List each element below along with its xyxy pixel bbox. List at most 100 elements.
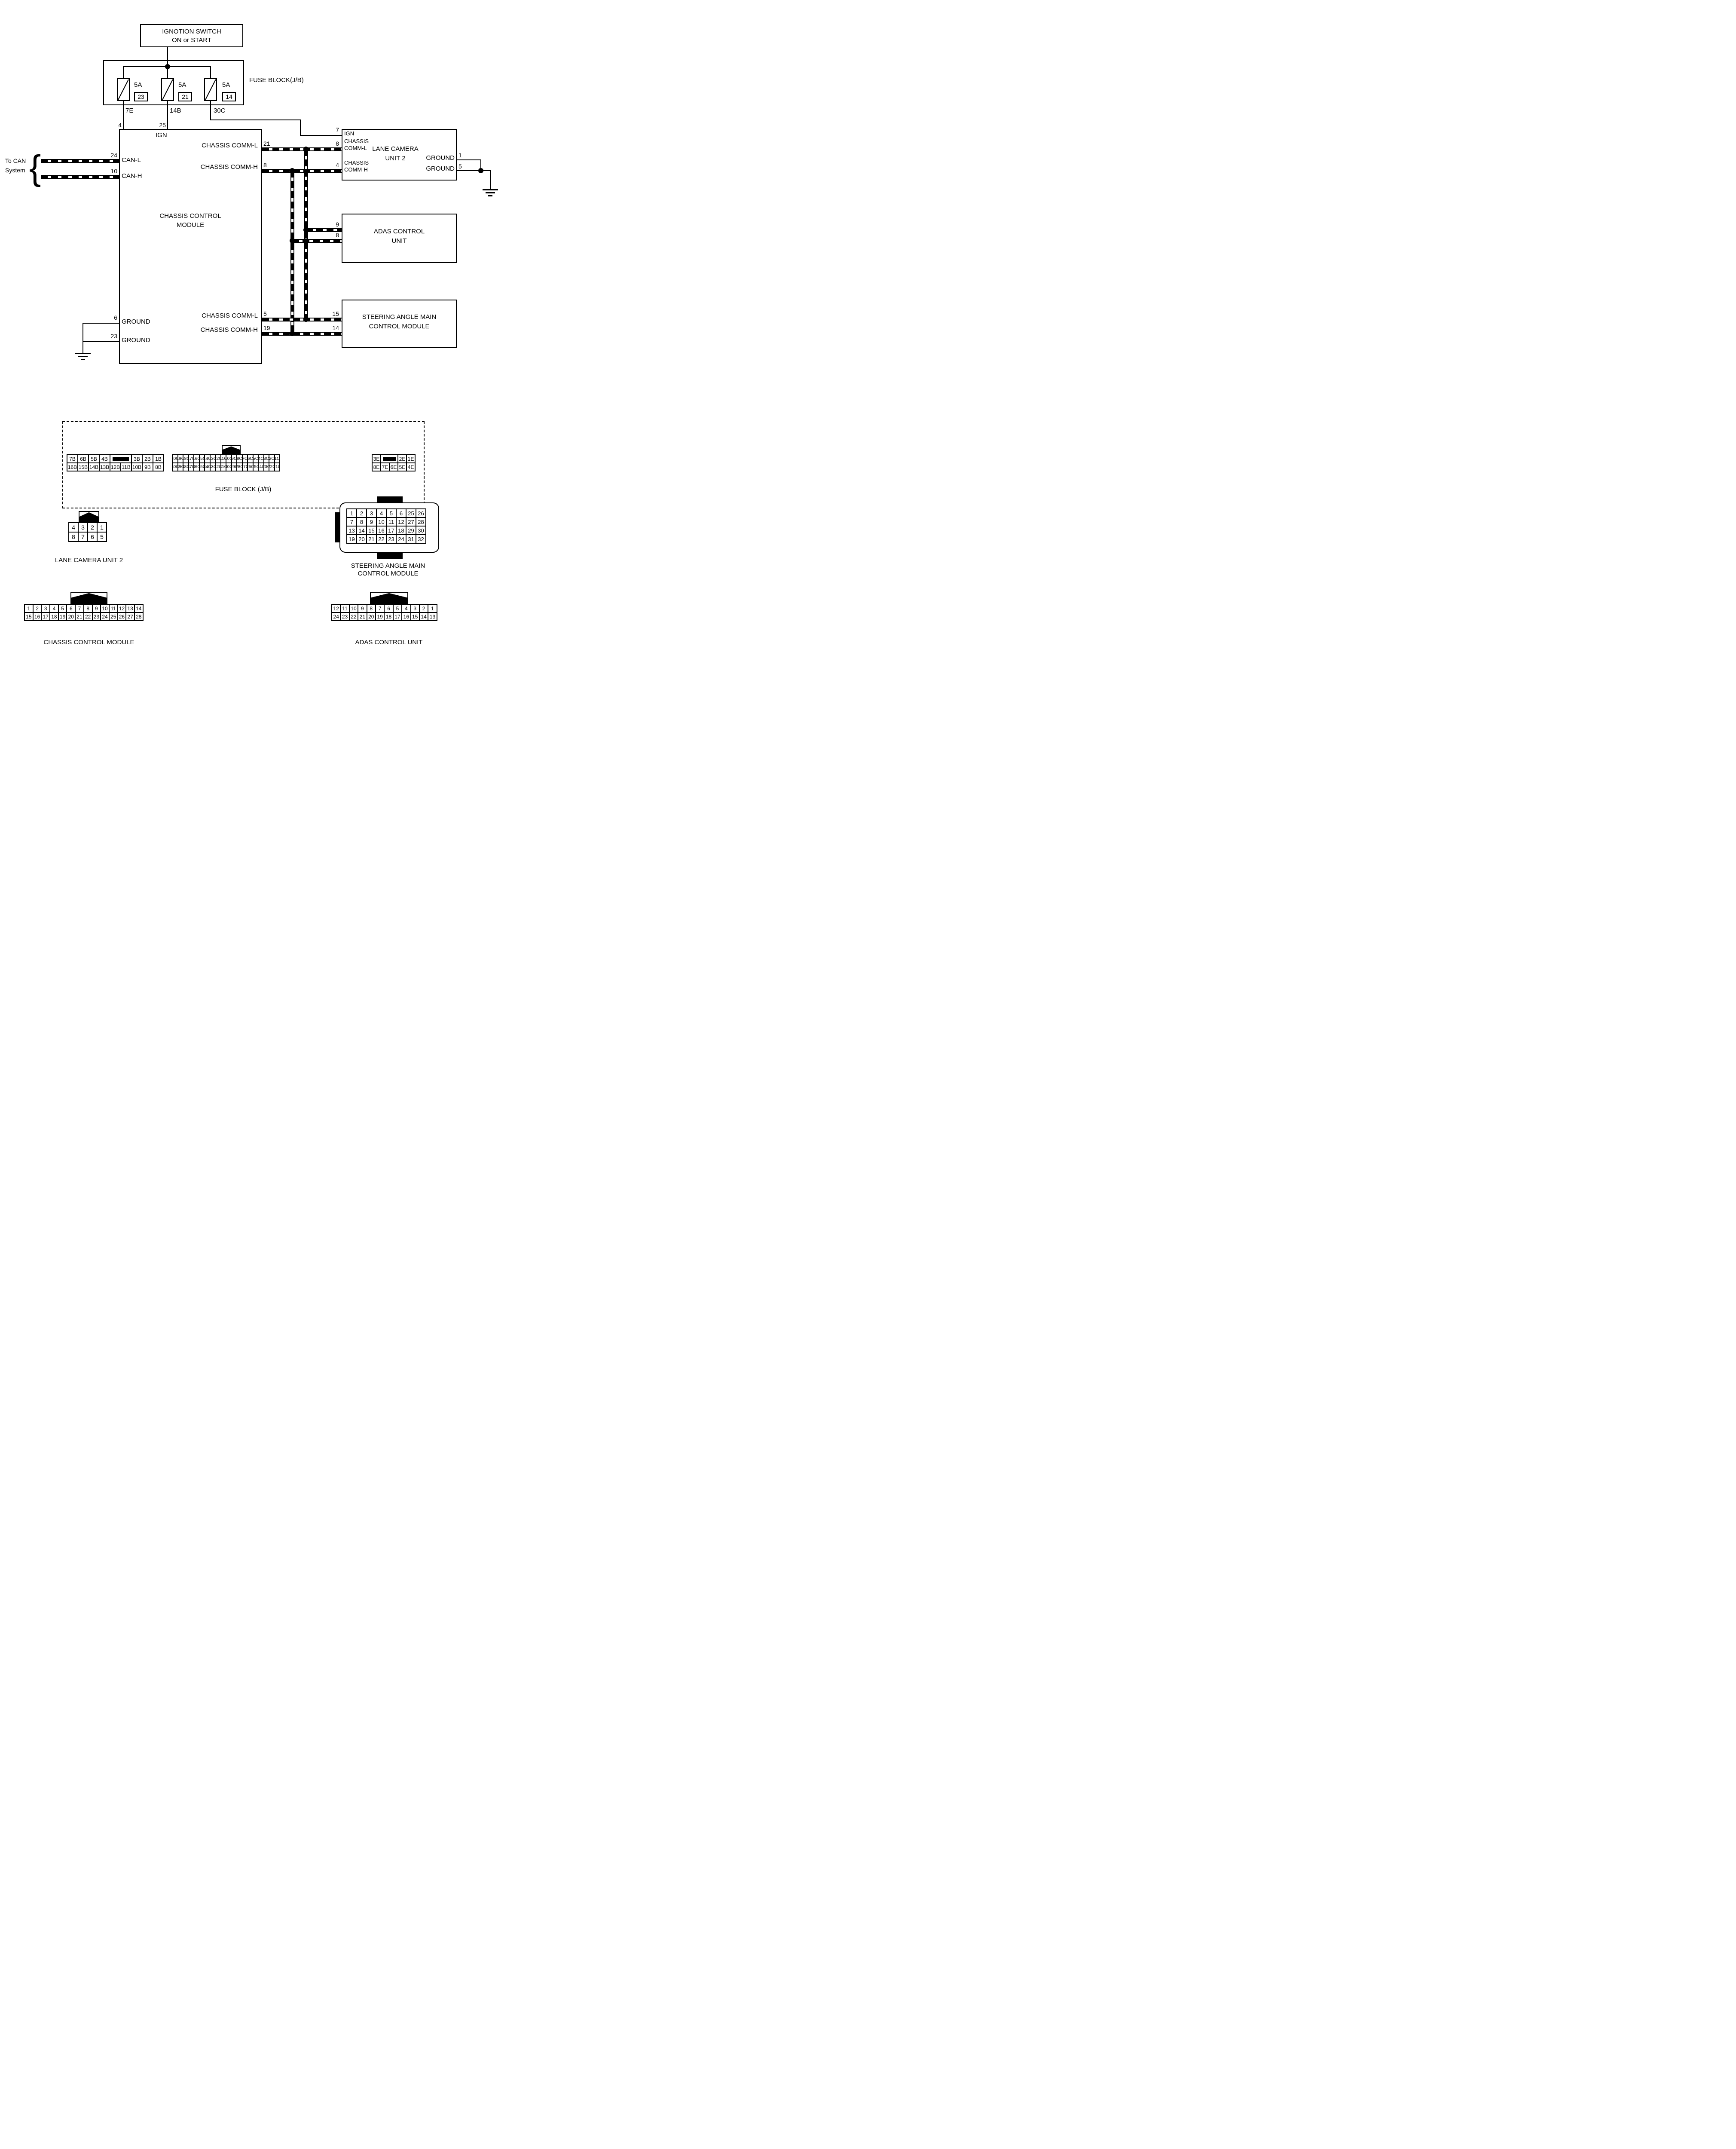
connector-pin-cell: 20 [66, 612, 76, 621]
connector-pin-cell: 25 [108, 612, 118, 621]
connector-pin-cell: 22 [83, 612, 93, 621]
connector-pin-cell: 14B [88, 462, 100, 471]
steering-connector-label-line1: STEERING ANGLE MAIN [351, 562, 425, 569]
adas-pin-8: 8 [336, 232, 339, 239]
fuse2-diagonal-icon [162, 79, 173, 100]
connector-pin-cell: 2 [87, 522, 98, 533]
connector-pin-cell: 11 [340, 604, 350, 613]
connector-pin-cell: 6 [87, 532, 98, 542]
connector-pin-cell: 10 [376, 517, 387, 527]
connector-pin-cell: 5 [97, 532, 107, 542]
connector-pin-cell: 8 [83, 604, 93, 613]
connector-pin-cell: 17 [386, 526, 397, 535]
connector-pin-cell: 11 [108, 604, 118, 613]
wire-30c-h1 [210, 119, 301, 120]
connector-pin-cell: 6 [384, 604, 394, 613]
connector-pin-cell: 2 [32, 604, 42, 613]
connector-pin-cell: 2B [142, 454, 153, 463]
chassis-pin-8: 8 [263, 162, 267, 168]
lane-camera-connector-label: LANE CAMERA UNIT 2 [55, 557, 123, 564]
chassis-pin-23: 23 [110, 333, 117, 340]
wire-comm-l-top [262, 147, 342, 151]
wire-code-14b: 14B [170, 107, 181, 114]
wiring-diagram: IGNOTION SWITCH ON or START FUSE BLOCK(J… [0, 0, 500, 677]
connector-pin-cell: 29 [406, 526, 416, 535]
chassis-title-line1: CHASSIS CONTROL [159, 212, 221, 220]
fuse1-number: 23 [134, 92, 148, 101]
fuse1-diagonal-icon [118, 79, 129, 100]
connector-pin-cell: 4 [49, 604, 59, 613]
connector-pin-cell: 3 [410, 604, 420, 613]
connector-pin-cell: 5 [392, 604, 403, 613]
connector-key-cell [380, 454, 398, 463]
chassis-pin-24: 24 [110, 152, 117, 159]
connector-pin-cell: 5 [58, 604, 67, 613]
chassis-pin-6: 6 [114, 314, 117, 321]
connector-pin-cell: 4 [401, 604, 411, 613]
connector-pin-cell: 1 [97, 522, 107, 533]
connector-pin-cell: 30 [416, 526, 426, 535]
wire-7e [123, 101, 124, 129]
connector-pin-cell: 16 [32, 612, 42, 621]
fuse-block-connector-c: 20C19C18C17C16C15C14C13C12C11C10C9C8C7C6… [172, 454, 280, 471]
adas-control-unit-box [342, 214, 457, 263]
to-can-line1: To CAN [5, 157, 26, 164]
chassis-can-l-label: CAN-L [122, 156, 141, 164]
wire-comm-l-branch [304, 149, 308, 319]
connector-pin-cell: 17 [41, 612, 51, 621]
connector-pin-cell: 13 [125, 604, 135, 613]
junction-comm-h-top [290, 168, 295, 173]
connector-pin-cell: 20 [356, 534, 367, 544]
connector-pin-cell: 7E [380, 462, 390, 471]
chassis-pin-19: 19 [263, 324, 270, 331]
fuse3-icon [204, 78, 217, 101]
connector-pin-cell: 16B [67, 462, 78, 471]
fuse1-icon [117, 78, 130, 101]
connector-pin-cell: 16 [401, 612, 411, 621]
junction-comm-l-bottom [303, 317, 309, 322]
connector-pin-cell: 8 [366, 604, 376, 613]
connector-pin-cell: 6B [77, 454, 89, 463]
chassis-comm-h-bottom-label: CHASSIS COMM-H [200, 326, 258, 334]
connector-pin-cell: 7B [67, 454, 78, 463]
lane-connector-key-icon [79, 511, 99, 523]
chassis-can-h-label: CAN-H [122, 172, 142, 180]
chassis-pin-25: 25 [159, 122, 166, 129]
wire-ignition-feed [167, 47, 168, 78]
can-brace: { [29, 148, 41, 187]
wire-code-30c: 30C [214, 107, 226, 114]
wire-lane-gnd2-h [457, 170, 491, 171]
connector-pin-cell: 1B [153, 454, 164, 463]
connector-pin-cell: 13B [99, 462, 110, 471]
lane-comm-l-label-line1: CHASSIS [344, 138, 369, 144]
connector-pin-cell: 1 [346, 508, 357, 518]
connector-pin-cell: 27 [125, 612, 135, 621]
connector-pin-cell: 19 [346, 534, 357, 544]
connector-pin-cell: 6 [66, 604, 76, 613]
connector-pin-cell: 14 [419, 612, 429, 621]
connector-pin-cell: 22 [348, 612, 359, 621]
adas-connector-label: ADAS CONTROL UNIT [355, 639, 423, 646]
wire-comm-h-top [262, 169, 342, 173]
lane-camera-box [342, 129, 457, 181]
fuse-block-connector-label: FUSE BLOCK (J/B) [215, 486, 272, 493]
connector-pin-cell: 12B [110, 462, 121, 471]
steering-title-line1: STEERING ANGLE MAIN [362, 313, 437, 321]
steering-connector-bottom-tab [377, 551, 403, 559]
lane-title-line1: LANE CAMERA [372, 145, 419, 153]
connector-pin-cell: 18 [384, 612, 394, 621]
connector-pin-cell: 17 [392, 612, 403, 621]
lane-pin-7: 7 [336, 126, 339, 133]
adas-title-line2: UNIT [391, 237, 407, 245]
connector-pin-cell: 7 [75, 604, 84, 613]
connector-pin-cell: 16 [376, 526, 387, 535]
wire-fuse1-stub [123, 67, 124, 78]
connector-pin-cell: 3 [78, 522, 88, 533]
wire-14b [167, 101, 168, 129]
connector-pin-cell: 19 [58, 612, 67, 621]
connector-pin-cell: 7 [346, 517, 357, 527]
fuse2-rating: 5A [178, 81, 186, 89]
connector-pin-cell: 12 [331, 604, 341, 613]
